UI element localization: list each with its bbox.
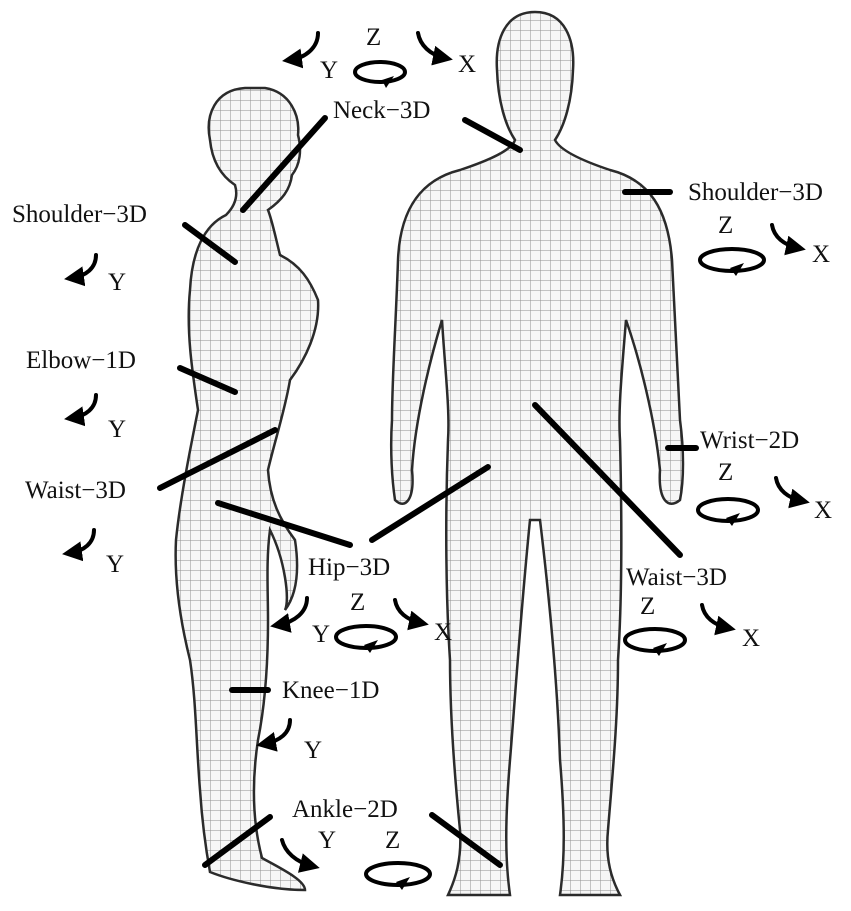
label-waist-side: Waist−3D bbox=[25, 477, 126, 504]
y-rotation-arrow-icon bbox=[72, 255, 96, 278]
label-knee: Knee−1D bbox=[282, 677, 379, 704]
y-rotation-arrow-icon bbox=[264, 720, 290, 744]
wrist-axes: Z X bbox=[698, 459, 832, 526]
axis-x-label: X bbox=[814, 497, 832, 524]
axis-z-label: Z bbox=[366, 24, 381, 51]
axis-x-label: X bbox=[458, 51, 476, 78]
axis-x-label: X bbox=[742, 625, 760, 652]
x-rotation-arrow-icon bbox=[395, 600, 421, 623]
label-shoulder-side: Shoulder−3D bbox=[12, 201, 147, 228]
y-rotation-arrow-icon bbox=[72, 395, 96, 418]
waist-side-axes: Y bbox=[70, 530, 124, 578]
label-elbow: Elbow−1D bbox=[26, 347, 136, 374]
label-shoulder-front: Shoulder−3D bbox=[688, 179, 823, 206]
x-rotation-arrow-icon bbox=[776, 478, 802, 501]
axis-x-label: X bbox=[434, 619, 452, 646]
x-rotation-arrow-icon bbox=[418, 33, 445, 58]
axis-z-label: Z bbox=[718, 459, 733, 486]
waist-front-axes: Z X bbox=[625, 593, 760, 656]
label-wrist: Wrist−2D bbox=[700, 427, 799, 454]
axis-z-label: Z bbox=[350, 589, 365, 616]
label-ankle: Ankle−2D bbox=[292, 796, 398, 823]
axis-z-label: Z bbox=[640, 593, 655, 620]
axis-z-label: Z bbox=[385, 827, 400, 854]
z-rotation-arrow-icon bbox=[355, 62, 405, 82]
label-neck: Neck−3D bbox=[333, 97, 430, 124]
front-figure-body bbox=[391, 12, 683, 895]
front-view-figure bbox=[391, 12, 683, 895]
y-rotation-arrow-icon bbox=[290, 33, 318, 60]
x-rotation-arrow-icon bbox=[772, 225, 798, 248]
y-rotation-arrow-icon bbox=[278, 598, 307, 625]
axis-y-label: Y bbox=[318, 827, 336, 854]
y-rotation-arrow-icon bbox=[70, 530, 94, 553]
label-hip: Hip−3D bbox=[308, 554, 390, 581]
x-rotation-arrow-icon bbox=[702, 605, 728, 628]
y-rotation-arrow-icon bbox=[282, 840, 312, 866]
axis-y-label: Y bbox=[108, 269, 126, 296]
hip-axes: Y Z X bbox=[278, 589, 452, 653]
axis-y-label: Y bbox=[304, 737, 322, 764]
axis-y-label: Y bbox=[312, 621, 330, 648]
elbow-axes: Y bbox=[72, 395, 126, 443]
axis-y-label: Y bbox=[320, 57, 338, 84]
ankle-axes: Y Z bbox=[282, 827, 430, 890]
axis-z-label: Z bbox=[718, 212, 733, 239]
axis-y-label: Y bbox=[106, 551, 124, 578]
axis-x-label: X bbox=[812, 241, 830, 268]
label-waist-front: Waist−3D bbox=[626, 564, 727, 591]
shoulder-side-axes: Y bbox=[72, 255, 126, 296]
axis-y-label: Y bbox=[108, 416, 126, 443]
shoulder-front-axes: Z X bbox=[700, 212, 830, 276]
neck-axes: Y Z X bbox=[290, 24, 476, 88]
knee-axes: Y bbox=[264, 720, 322, 764]
